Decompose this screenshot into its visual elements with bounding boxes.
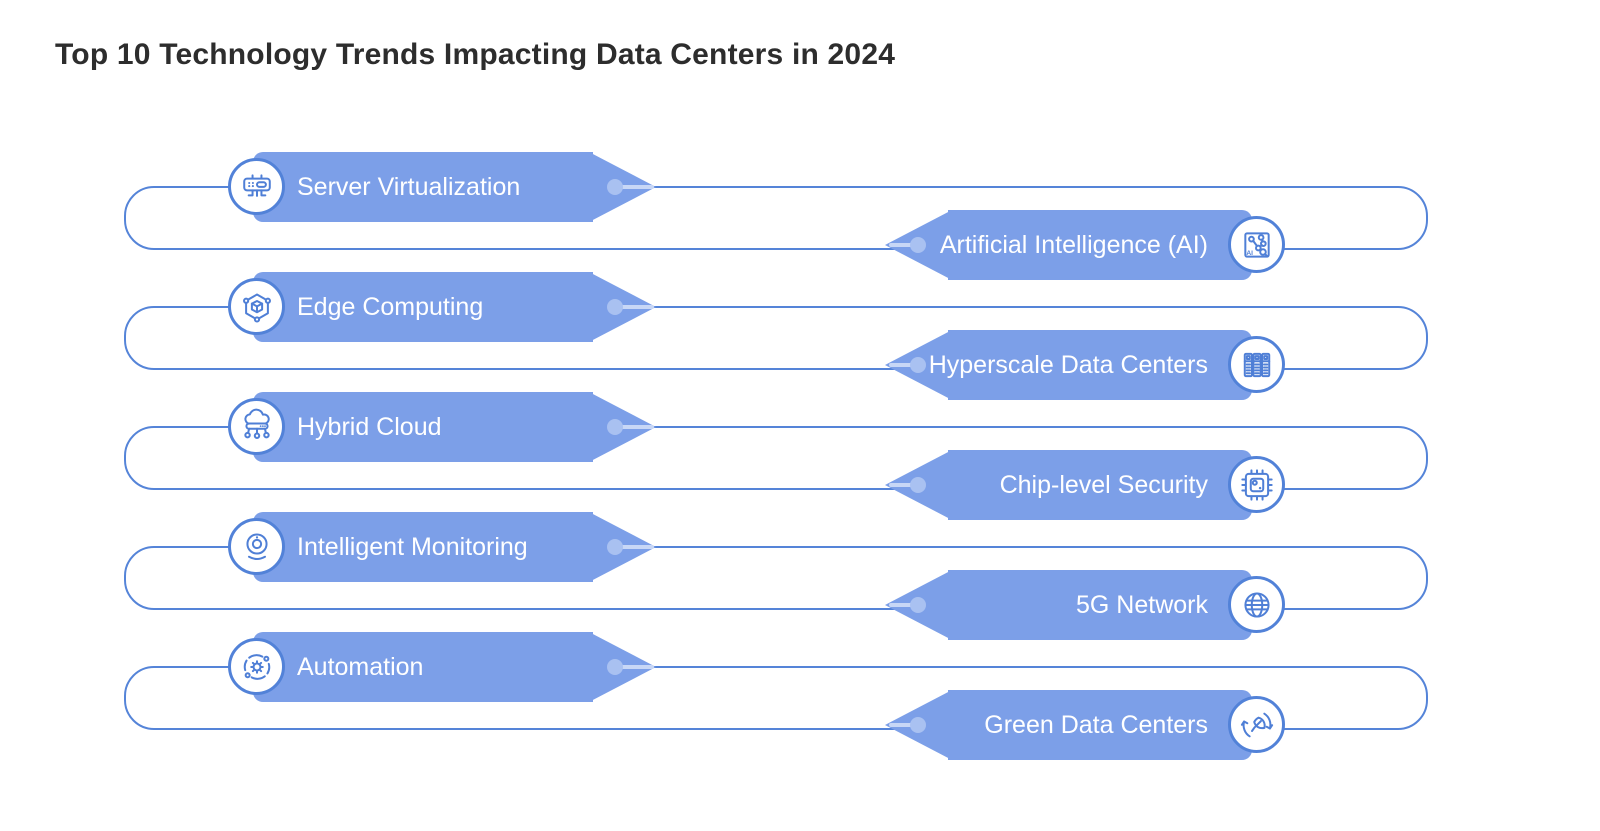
- 5g-network-icon: [1228, 576, 1285, 633]
- intelligent-monitoring-icon: [228, 518, 285, 575]
- page-title: Top 10 Technology Trends Impacting Data …: [55, 38, 896, 71]
- trend-banner-server-virtualization: Server Virtualization: [228, 152, 656, 222]
- trend-banner-automation: Automation: [228, 632, 656, 702]
- chip-level-security-icon: [1228, 456, 1285, 513]
- tip-dot: [910, 597, 926, 613]
- hyperscale-data-centers-icon: [1228, 336, 1285, 393]
- tip-dot: [607, 179, 623, 195]
- trend-banner-hyperscale-data-centers: Hyperscale Data Centers: [885, 330, 1285, 400]
- server-virtualization-icon: [228, 158, 285, 215]
- connector-loop: [124, 186, 1428, 250]
- tip-dot: [910, 717, 926, 733]
- trend-label: 5G Network: [1076, 591, 1208, 619]
- trend-banner-edge-computing: Edge Computing: [228, 272, 656, 342]
- tip-connector: [889, 603, 919, 607]
- trend-label: Hyperscale Data Centers: [928, 351, 1208, 379]
- connector-loop: [124, 426, 1428, 490]
- tip-connector: [615, 305, 654, 309]
- trend-banner-hybrid-cloud: Hybrid Cloud: [228, 392, 656, 462]
- green-data-centers-icon: [1228, 696, 1285, 753]
- artificial-intelligence-icon: AI: [1228, 216, 1285, 273]
- trend-pair-3: Hybrid Cloud Chip-level Security: [0, 392, 1600, 522]
- tip-dot: [910, 237, 926, 253]
- edge-computing-icon: [228, 278, 285, 335]
- trend-banner-5g-network: 5G Network: [885, 570, 1285, 640]
- tip-connector: [615, 545, 654, 549]
- trend-label: Chip-level Security: [999, 471, 1208, 499]
- tip-connector: [889, 483, 919, 487]
- tip-dot: [910, 477, 926, 493]
- svg-text:AI: AI: [1246, 250, 1253, 257]
- trend-label: Hybrid Cloud: [297, 413, 442, 441]
- trend-label: Server Virtualization: [297, 173, 521, 201]
- trend-label: Edge Computing: [297, 293, 484, 321]
- automation-icon: [228, 638, 285, 695]
- connector-loop: [124, 546, 1428, 610]
- trend-pair-4: Intelligent Monitoring 5G Network: [0, 512, 1600, 642]
- trend-banner-green-data-centers: Green Data Centers: [885, 690, 1285, 760]
- trend-pair-5: Automation Green Data Centers: [0, 632, 1600, 762]
- trend-banner-intelligent-monitoring: Intelligent Monitoring: [228, 512, 656, 582]
- tip-dot: [607, 659, 623, 675]
- trend-pair-1: Server Virtualization AI Artificial Inte…: [0, 152, 1600, 282]
- tip-connector: [615, 665, 654, 669]
- tip-connector: [889, 723, 919, 727]
- tip-connector: [615, 185, 654, 189]
- trend-label: Green Data Centers: [984, 711, 1208, 739]
- tip-dot: [607, 299, 623, 315]
- tip-dot: [607, 539, 623, 555]
- connector-loop: [124, 306, 1428, 370]
- trend-banner-artificial-intelligence: AI Artificial Intelligence (AI): [885, 210, 1285, 280]
- tip-dot: [910, 357, 926, 373]
- tip-dot: [607, 419, 623, 435]
- hybrid-cloud-icon: [228, 398, 285, 455]
- trend-pair-2: Edge Computing Hyperscale: [0, 272, 1600, 402]
- tip-connector: [889, 243, 919, 247]
- connector-loop: [124, 666, 1428, 730]
- trend-banner-chip-level-security: Chip-level Security: [885, 450, 1285, 520]
- trend-label: Intelligent Monitoring: [297, 533, 528, 561]
- trend-label: Automation: [297, 653, 424, 681]
- trend-label: Artificial Intelligence (AI): [939, 231, 1208, 259]
- tip-connector: [889, 363, 919, 367]
- tip-connector: [615, 425, 654, 429]
